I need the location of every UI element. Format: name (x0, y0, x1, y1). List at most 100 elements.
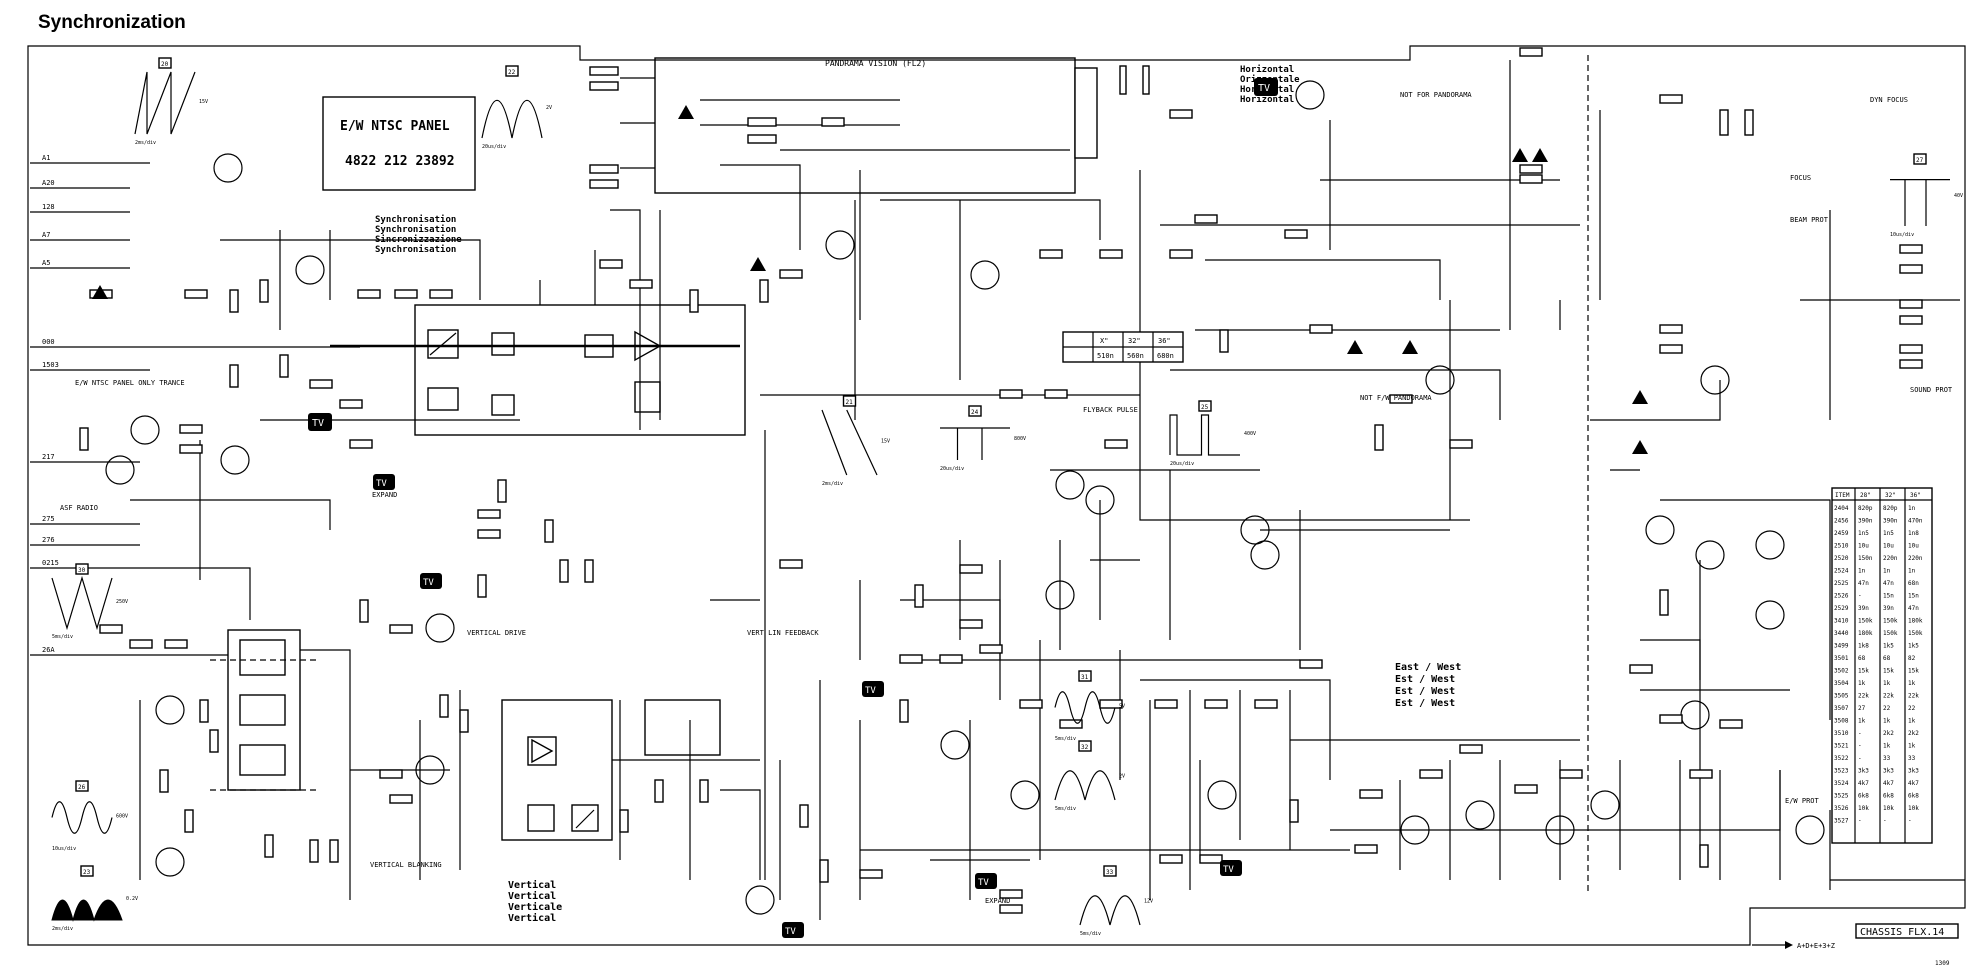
svg-text:0.2V: 0.2V (126, 896, 138, 902)
svg-text:Vertical: Vertical (508, 912, 556, 924)
table-cell: 2404 (1834, 505, 1849, 512)
svg-text:TV: TV (978, 878, 989, 888)
table-cell: 2k2 (1883, 730, 1894, 737)
vert-blanking-label: VERTICAL BLANKING (370, 861, 442, 869)
table-cell: 22k (1858, 693, 1869, 700)
table-cell: 10u (1883, 543, 1894, 550)
frame (27, 45, 1966, 946)
panel-line1: E/W NTSC PANEL (340, 119, 450, 134)
table-cell: 3505 (1834, 693, 1849, 700)
svg-text:128: 128 (42, 203, 55, 211)
sync-ic (330, 250, 746, 436)
svg-text:A5: A5 (42, 259, 50, 267)
table-cell: 3k3 (1858, 768, 1869, 775)
table-cell: 220n (1908, 555, 1923, 562)
dyn-focus-label: DYN FOCUS (1870, 96, 1908, 104)
table-cell: 1n (1883, 568, 1891, 575)
svg-text:TV: TV (376, 479, 387, 489)
table-cell: 1k (1883, 718, 1891, 725)
svg-text:20us/div: 20us/div (940, 466, 964, 472)
table-cell: 150n (1858, 555, 1873, 562)
svg-text:East / West: East / West (1395, 662, 1461, 673)
svg-text:22: 22 (508, 69, 516, 76)
table-cell: 390n (1883, 518, 1898, 525)
table-cell: 820p (1858, 505, 1873, 512)
svg-text:26: 26 (78, 784, 86, 791)
footer-ref: A+D+E+3+Z (1797, 942, 1835, 950)
table-cell: 68 (1883, 655, 1891, 662)
table-cell: - (1908, 818, 1912, 825)
svg-text:275: 275 (42, 515, 55, 523)
chassis-sub: 1309 (1935, 960, 1950, 967)
table-cell: - (1883, 818, 1887, 825)
table-cell: 2k2 (1908, 730, 1919, 737)
table-cell: 3k3 (1908, 768, 1919, 775)
svg-text:20us/div: 20us/div (482, 144, 506, 150)
table-cell: 4k7 (1858, 780, 1869, 787)
svg-text:32": 32" (1885, 492, 1896, 499)
table-cell: 1k (1908, 743, 1916, 750)
table-cell: 4k7 (1908, 780, 1919, 787)
wiring (70, 60, 1965, 920)
sync-title: Synchronisation Synchronisation Sincroni… (375, 214, 462, 255)
table-cell: 68n (1908, 580, 1919, 587)
svg-text:32": 32" (1128, 337, 1141, 345)
table-cell: 3526 (1834, 805, 1849, 812)
table-cell: 1k8 (1858, 643, 1869, 650)
svg-text:21: 21 (846, 399, 854, 406)
svg-text:560n: 560n (1127, 352, 1144, 360)
table-cell: 2529 (1834, 605, 1849, 612)
table-cell: 1k (1883, 680, 1891, 687)
table-cell: 15k (1908, 668, 1919, 675)
svg-text:15V: 15V (199, 99, 208, 105)
table-cell: 820p (1883, 505, 1898, 512)
svg-text:A1: A1 (42, 154, 50, 162)
svg-text:10us/div: 10us/div (1890, 232, 1914, 238)
switch-ic (210, 629, 320, 791)
svg-text:31: 31 (1081, 674, 1089, 681)
table-cell: 3527 (1834, 818, 1849, 825)
svg-text:TV: TV (1223, 865, 1234, 875)
table-cell: 22 (1883, 705, 1891, 712)
table-cell: 82 (1908, 655, 1916, 662)
table-cell: 180k (1858, 630, 1873, 637)
svg-text:1503: 1503 (42, 361, 59, 369)
svg-text:Horizontal: Horizontal (1240, 64, 1294, 75)
svg-text:2ms/div: 2ms/div (822, 481, 843, 487)
table-cell: 47n (1858, 580, 1869, 587)
ew-panel-label: E/W NTSC PANEL ONLY TRANCE (75, 379, 185, 387)
table-cell: 1k (1858, 718, 1866, 725)
table-cell: 150k (1858, 618, 1873, 625)
table-cell: 1n (1908, 505, 1916, 512)
svg-text:217: 217 (42, 453, 55, 461)
ew-prot-label: E/W PROT (1785, 797, 1820, 805)
svg-text:20us/div: 20us/div (1170, 461, 1194, 467)
table-cell: 1n (1858, 568, 1866, 575)
tv-badges: TV TV TV TV TV TV TV TV (308, 78, 1278, 938)
svg-text:TV: TV (312, 418, 324, 429)
not-pandorama-label: NOT FOR PANDORAMA (1400, 91, 1472, 99)
svg-text:Verticale: Verticale (508, 901, 562, 913)
table-cell: 470n (1908, 518, 1923, 525)
svg-text:23: 23 (83, 869, 91, 876)
table-cell: 3501 (1834, 655, 1849, 662)
table-cell: 2459 (1834, 530, 1849, 537)
svg-text:Synchronisation: Synchronisation (375, 214, 456, 225)
table-cell: 2526 (1834, 593, 1849, 600)
table-cell: - (1858, 755, 1862, 762)
table-cell: 150k (1908, 630, 1923, 637)
svg-text:ASF RADIO: ASF RADIO (60, 504, 98, 512)
table-cell: 22k (1883, 693, 1894, 700)
svg-text:Vertical: Vertical (508, 890, 556, 902)
svg-text:2ms/div: 2ms/div (135, 140, 156, 146)
table-cell: 47n (1883, 580, 1894, 587)
svg-text:PANDRAMA VISION (FL2): PANDRAMA VISION (FL2) (825, 59, 926, 68)
